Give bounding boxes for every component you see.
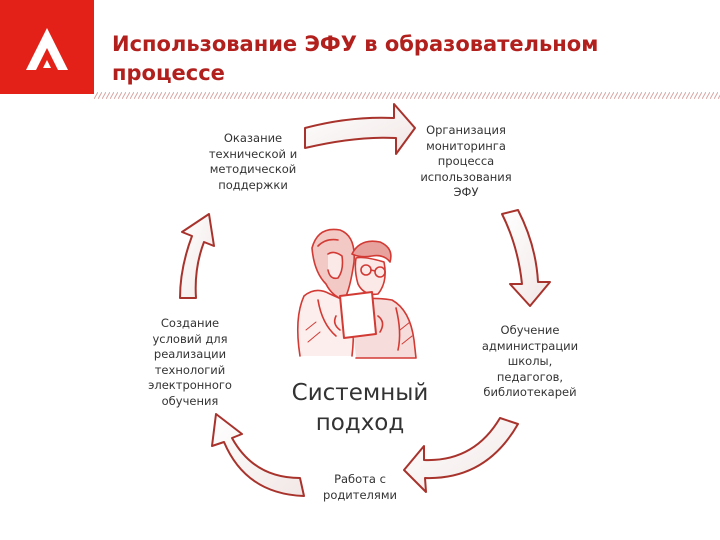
node-training-line: библиотекарей	[468, 385, 592, 401]
node-parents: Работа с родителями	[310, 472, 410, 503]
node-conditions-line: технологий	[135, 363, 245, 379]
node-parents-line: родителями	[310, 488, 410, 504]
node-conditions-line: условий для	[135, 332, 245, 348]
node-technical-support-line: поддержки	[193, 178, 313, 194]
node-conditions-line: реализации	[135, 347, 245, 363]
node-monitoring: Организация мониторинга процесса использ…	[405, 123, 527, 201]
center-label-systemic-approach: Системный подход	[270, 378, 450, 438]
node-conditions-line: обучения	[135, 394, 245, 410]
node-monitoring-line: использования	[405, 170, 527, 186]
people-with-tablet-illustration	[298, 229, 416, 358]
node-monitoring-line: ЭФУ	[405, 185, 527, 201]
node-monitoring-line: процесса	[405, 154, 527, 170]
node-technical-support-line: технической и	[193, 147, 313, 163]
node-training-line: администрации	[468, 339, 592, 355]
arrow-support-to-monitoring	[305, 104, 415, 154]
node-monitoring-line: Организация	[405, 123, 527, 139]
center-label-line-1: Системный	[270, 378, 450, 408]
arrow-monitoring-to-training	[502, 210, 550, 306]
arrow-conditions-to-support	[180, 214, 214, 298]
node-monitoring-line: мониторинга	[405, 139, 527, 155]
node-training-line: Обучение	[468, 323, 592, 339]
node-technical-support: Оказание технической и методической подд…	[193, 131, 313, 193]
node-conditions-line: Создание	[135, 316, 245, 332]
node-conditions: Создание условий для реализации технолог…	[135, 316, 245, 409]
node-training-line: школы,	[468, 354, 592, 370]
node-technical-support-line: Оказание	[193, 131, 313, 147]
node-technical-support-line: методической	[193, 162, 313, 178]
node-conditions-line: электронного	[135, 378, 245, 394]
node-parents-line: Работа с	[310, 472, 410, 488]
node-training: Обучение администрации школы, педагогов,…	[468, 323, 592, 401]
node-training-line: педагогов,	[468, 370, 592, 386]
center-label-line-2: подход	[270, 408, 450, 438]
